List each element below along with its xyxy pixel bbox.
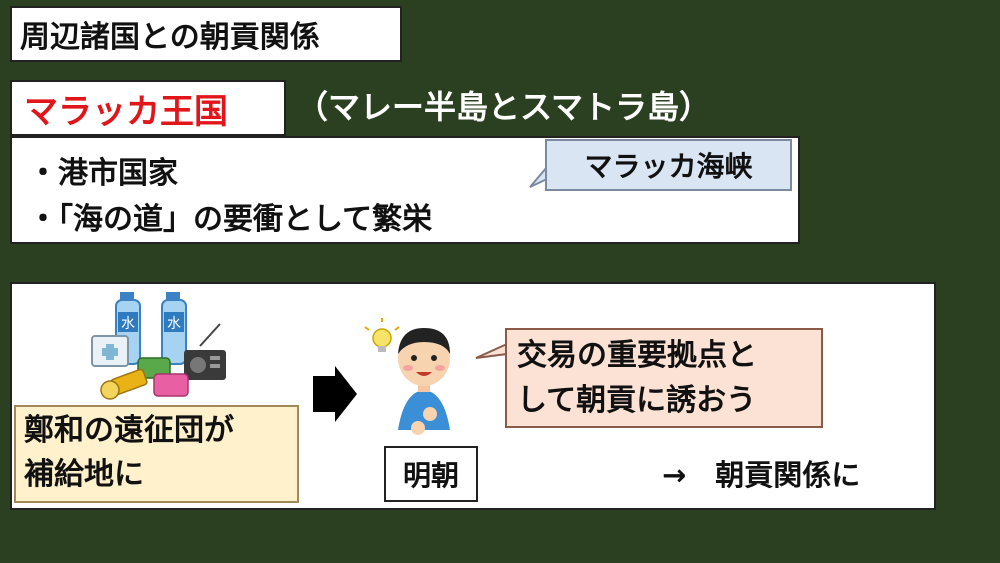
ming-dynasty-text: 明朝 xyxy=(402,459,459,492)
kingdom-location: （マレー半島とスマトラ島） xyxy=(296,88,712,126)
flashlight-icon xyxy=(100,368,148,400)
page-title-text: 周辺諸国との朝貢関係 xyxy=(20,20,320,55)
strait-callout-text: マラッカ海峡 xyxy=(584,150,753,183)
radio-icon xyxy=(184,323,226,380)
lightbulb-icon xyxy=(364,318,400,352)
trade-hub-speech-bubble: 交易の重要拠点と して朝貢に誘おう xyxy=(505,328,823,428)
bullet-port-state: ・港市国家 xyxy=(28,156,178,191)
kingdom-name: マラッカ王国 xyxy=(24,91,228,132)
tribute-result-text: → 朝貢関係に xyxy=(662,458,861,492)
zheng-he-line1: 鄭和の遠征団が xyxy=(24,413,234,448)
page-title: 周辺諸国との朝貢関係 xyxy=(10,6,402,62)
trade-hub-line2: して朝貢に誘おう xyxy=(517,383,757,418)
trade-hub-line1: 交易の重要拠点と xyxy=(517,338,757,373)
man-idea-illustration xyxy=(364,318,450,435)
first-aid-kit-icon xyxy=(91,335,129,367)
zheng-he-supply-box: 鄭和の遠征団が 補給地に xyxy=(14,405,299,503)
water-bottle-icon: 水 xyxy=(161,292,187,365)
bullet-sea-road: ・「海の道」の要衝として繁栄 xyxy=(28,202,433,237)
strait-callout: マラッカ海峡 xyxy=(545,139,792,191)
svg-text:水: 水 xyxy=(121,316,135,332)
kingdom-name-box: マラッカ王国 xyxy=(10,80,286,136)
svg-text:水: 水 xyxy=(167,316,181,332)
ming-dynasty-label: 明朝 xyxy=(384,446,478,502)
zheng-he-line2: 補給地に xyxy=(24,457,144,492)
supplies-illustration: 水 水 xyxy=(91,292,226,400)
canned-food-icon xyxy=(137,357,189,397)
right-arrow-icon xyxy=(313,366,357,422)
